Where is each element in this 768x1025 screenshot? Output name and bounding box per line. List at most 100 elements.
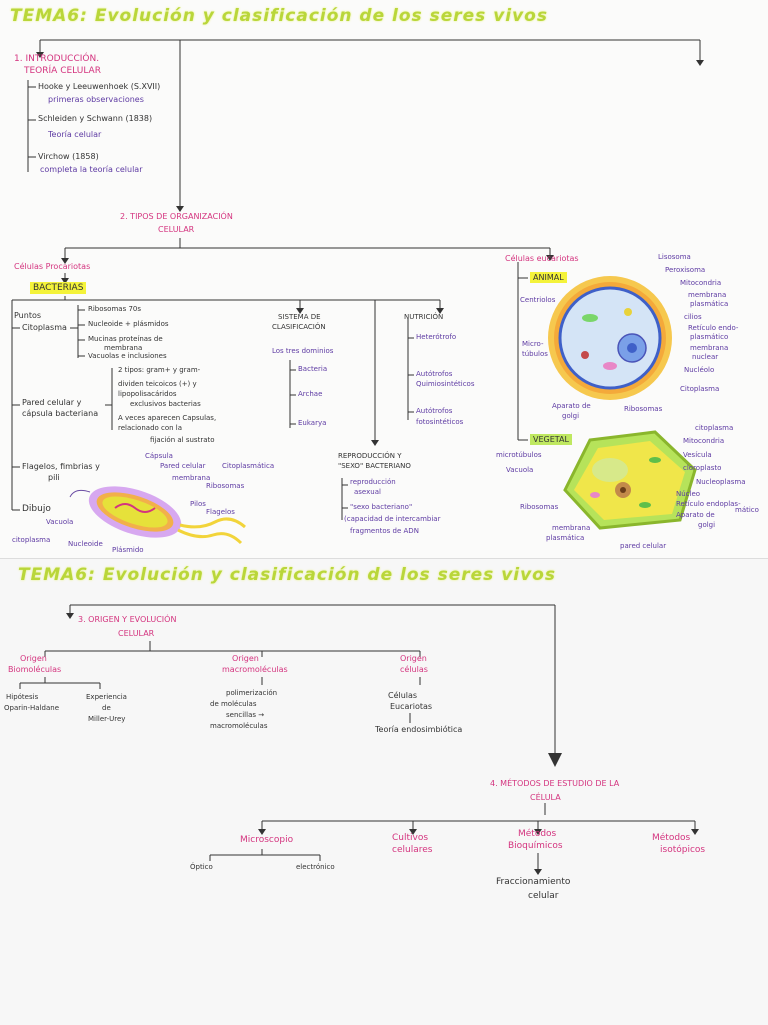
- section-1-heading-2: TEORÍA CELULAR: [24, 66, 101, 76]
- wall-label-2: cápsula bacteriana: [22, 409, 99, 418]
- bacteria-label-item: Plásmido: [112, 546, 144, 554]
- section-2-heading: 2. TIPOS DE ORGANIZACIÓN: [120, 212, 233, 221]
- section-4-heading: 4. MÉTODOS DE ESTUDIO DE LA: [490, 779, 620, 788]
- animal-organelle: Lisosoma: [658, 253, 691, 261]
- bacteria-label-item: citoplasma: [12, 536, 51, 544]
- wall-item: relacionado con la: [118, 424, 183, 432]
- bacteria-drawing: [69, 486, 246, 545]
- intro-item: completa la teoría celular: [40, 165, 143, 174]
- connector-lines-2: [19, 604, 699, 875]
- plant-cell-drawing: [563, 430, 697, 530]
- intro-item: Virchow (1858): [38, 152, 99, 161]
- bio-item: Hipótesis: [6, 693, 39, 701]
- plant-organelle: mático: [735, 506, 759, 514]
- prokaryotes-label: Células Procariotas: [14, 262, 91, 271]
- animal-organelle: Centriolos: [520, 296, 556, 304]
- wall-label: Pared celular y: [22, 398, 82, 407]
- bio-item: Experiencia: [86, 693, 127, 701]
- origin-bio-label-2: Biomoléculas: [8, 665, 62, 674]
- cells-item: Eucariotas: [390, 702, 433, 711]
- bacteria-label-item: Pilos: [190, 500, 206, 508]
- cyto-item: Vacuolas e inclusiones: [88, 352, 167, 360]
- plant-organelle: Ribosomas: [520, 503, 559, 511]
- wall-item: 2 tipos: gram+ y gram-: [118, 366, 201, 374]
- domain-item: Eukarya: [298, 419, 327, 427]
- intro-item: Hooke y Leeuwenhoek (S.XVII): [38, 82, 161, 91]
- page-title: TEMA6: Evolución y clasificación de los …: [10, 6, 548, 26]
- origin-macro-label: Origen: [232, 654, 259, 663]
- bio-item: Miller-Urey: [88, 715, 126, 723]
- plant-organelle: pared celular: [620, 542, 667, 550]
- microscope-label: Microscopio: [240, 835, 294, 845]
- cyto-item: membrana: [104, 344, 143, 352]
- wall-item: fijación al sustrato: [150, 436, 215, 444]
- origin-cells-label: Origen: [400, 654, 427, 663]
- wall-item: lipopolisacáridos: [118, 390, 177, 398]
- nutrition-label: NUTRICIÓN: [404, 313, 444, 321]
- macro-item: de moléculas: [210, 700, 257, 708]
- animal-organelle: Citoplasma: [680, 385, 720, 393]
- animal-organelle: Ribosomas: [624, 405, 663, 413]
- bacteria-label-item: Vacuola: [46, 518, 74, 526]
- bio-item: de: [102, 704, 111, 712]
- repro-item: "sexo bacteriano": [350, 503, 413, 511]
- page-1: TEMA6: Evolución y clasificación de los …: [10, 6, 759, 554]
- section-1-heading: 1. INTRODUCCIÓN.: [14, 54, 100, 64]
- bacteria-label-item: membrana: [172, 474, 211, 482]
- plant-organelle: microtúbulos: [496, 451, 542, 459]
- animal-organelle: cilios: [684, 313, 702, 321]
- plant-organelle: Vacuola: [506, 466, 534, 474]
- flagella-label: Flagelos, fimbrias y: [22, 462, 100, 471]
- macro-item: sencillas →: [226, 711, 265, 719]
- page-2: TEMA6: Evolución y clasificación de los …: [0, 558, 768, 1025]
- bacteria-label-item: Citoplasmática: [222, 462, 275, 470]
- microscope-item: Óptico: [190, 863, 213, 871]
- section-4-heading-2: CÉLULA: [530, 793, 561, 802]
- animal-organelle: golgi: [562, 412, 580, 420]
- microscope-item: electrónico: [296, 863, 335, 871]
- classification-label-2: CLASIFICACIÓN: [272, 323, 326, 331]
- plant-organelle: citoplasma: [695, 424, 734, 432]
- animal-organelle: plasmático: [690, 333, 729, 341]
- plant-organelle: Núcleo: [676, 490, 701, 498]
- cells-item: Teoría endosimbiótica: [375, 725, 463, 734]
- biochem-label-2: Bioquímicos: [508, 841, 563, 851]
- animal-organelle: plasmática: [690, 300, 729, 308]
- page-title-2: TEMA6: Evolución y clasificación de los …: [18, 565, 556, 585]
- cytoplasm-label: Citoplasma: [22, 323, 67, 332]
- wall-item: A veces aparecen Capsulas,: [118, 414, 217, 422]
- animal-organelle: Retículo endo-: [688, 324, 739, 332]
- plant-organelle: plasmática: [546, 534, 585, 542]
- bacteria-label-item: Flagelos: [206, 508, 235, 516]
- points-label: Puntos: [14, 311, 42, 320]
- bacteria-label-item: Pared celular: [160, 462, 206, 470]
- domain-item: Los tres dominios: [272, 347, 334, 355]
- animal-organelle: túbulos: [522, 350, 548, 358]
- plant-organelle: Retículo endoplas-: [676, 500, 741, 508]
- eukaryotes-label: Células eucariotas: [505, 254, 579, 263]
- macro-item: polimerización: [226, 689, 278, 697]
- origin-macro-label-2: macromoléculas: [222, 665, 288, 674]
- repro-item: asexual: [354, 488, 381, 496]
- reproduction-label: REPRODUCCIÓN Y: [338, 452, 402, 460]
- nutrition-item: Autótrofos: [416, 370, 453, 378]
- plant-organelle: Nucleoplasma: [696, 478, 746, 486]
- cultures-label-2: celulares: [392, 845, 433, 855]
- plant-organelle: cloroplasto: [683, 464, 722, 472]
- bacteria-label-item: Cápsula: [145, 452, 173, 460]
- animal-organelle: membrana: [690, 344, 729, 352]
- intro-item: Schleiden y Schwann (1838): [38, 114, 153, 123]
- intro-item: Teoría celular: [48, 130, 102, 139]
- repro-item: reproducción: [350, 478, 396, 486]
- animal-organelle: nuclear: [692, 353, 719, 361]
- cultures-label: Cultivos: [392, 833, 429, 843]
- flagella-label-2: pili: [48, 473, 60, 482]
- cells-item: Células: [388, 691, 418, 700]
- biochem-label: Métodos: [518, 829, 557, 839]
- section-2-heading-2: CELULAR: [158, 225, 195, 234]
- plant-organelle: Vesícula: [683, 451, 712, 459]
- section-3-heading-2: CELULAR: [118, 629, 155, 638]
- domain-item: Bacteria: [298, 365, 328, 373]
- reproduction-label-2: "SEXO" BACTERIANO: [338, 462, 411, 470]
- nutrition-item: Heterótrofo: [416, 333, 457, 341]
